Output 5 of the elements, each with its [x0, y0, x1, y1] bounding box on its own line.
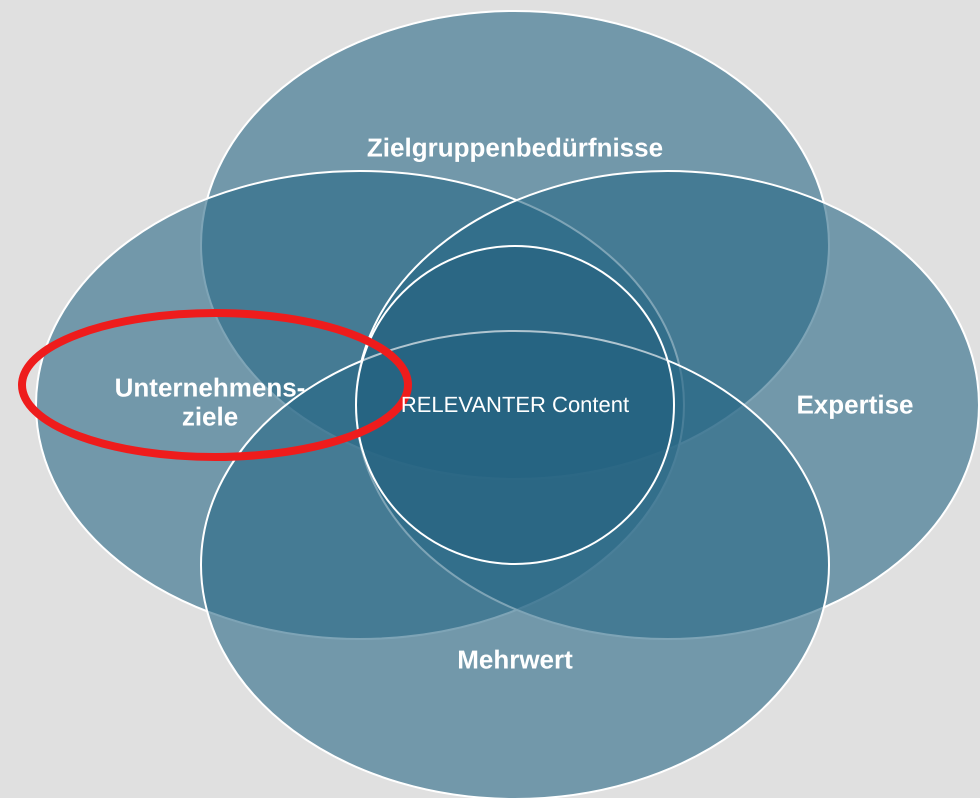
circle-label: Mehrwert: [456, 646, 574, 674]
circle-label: Expertise: [795, 390, 915, 420]
circle-label: Unternehmens- ziele: [114, 373, 306, 431]
circle-label: Zielgruppenbedürfnisse: [366, 134, 664, 162]
circle-label: RELEVANTER Content: [400, 392, 630, 418]
